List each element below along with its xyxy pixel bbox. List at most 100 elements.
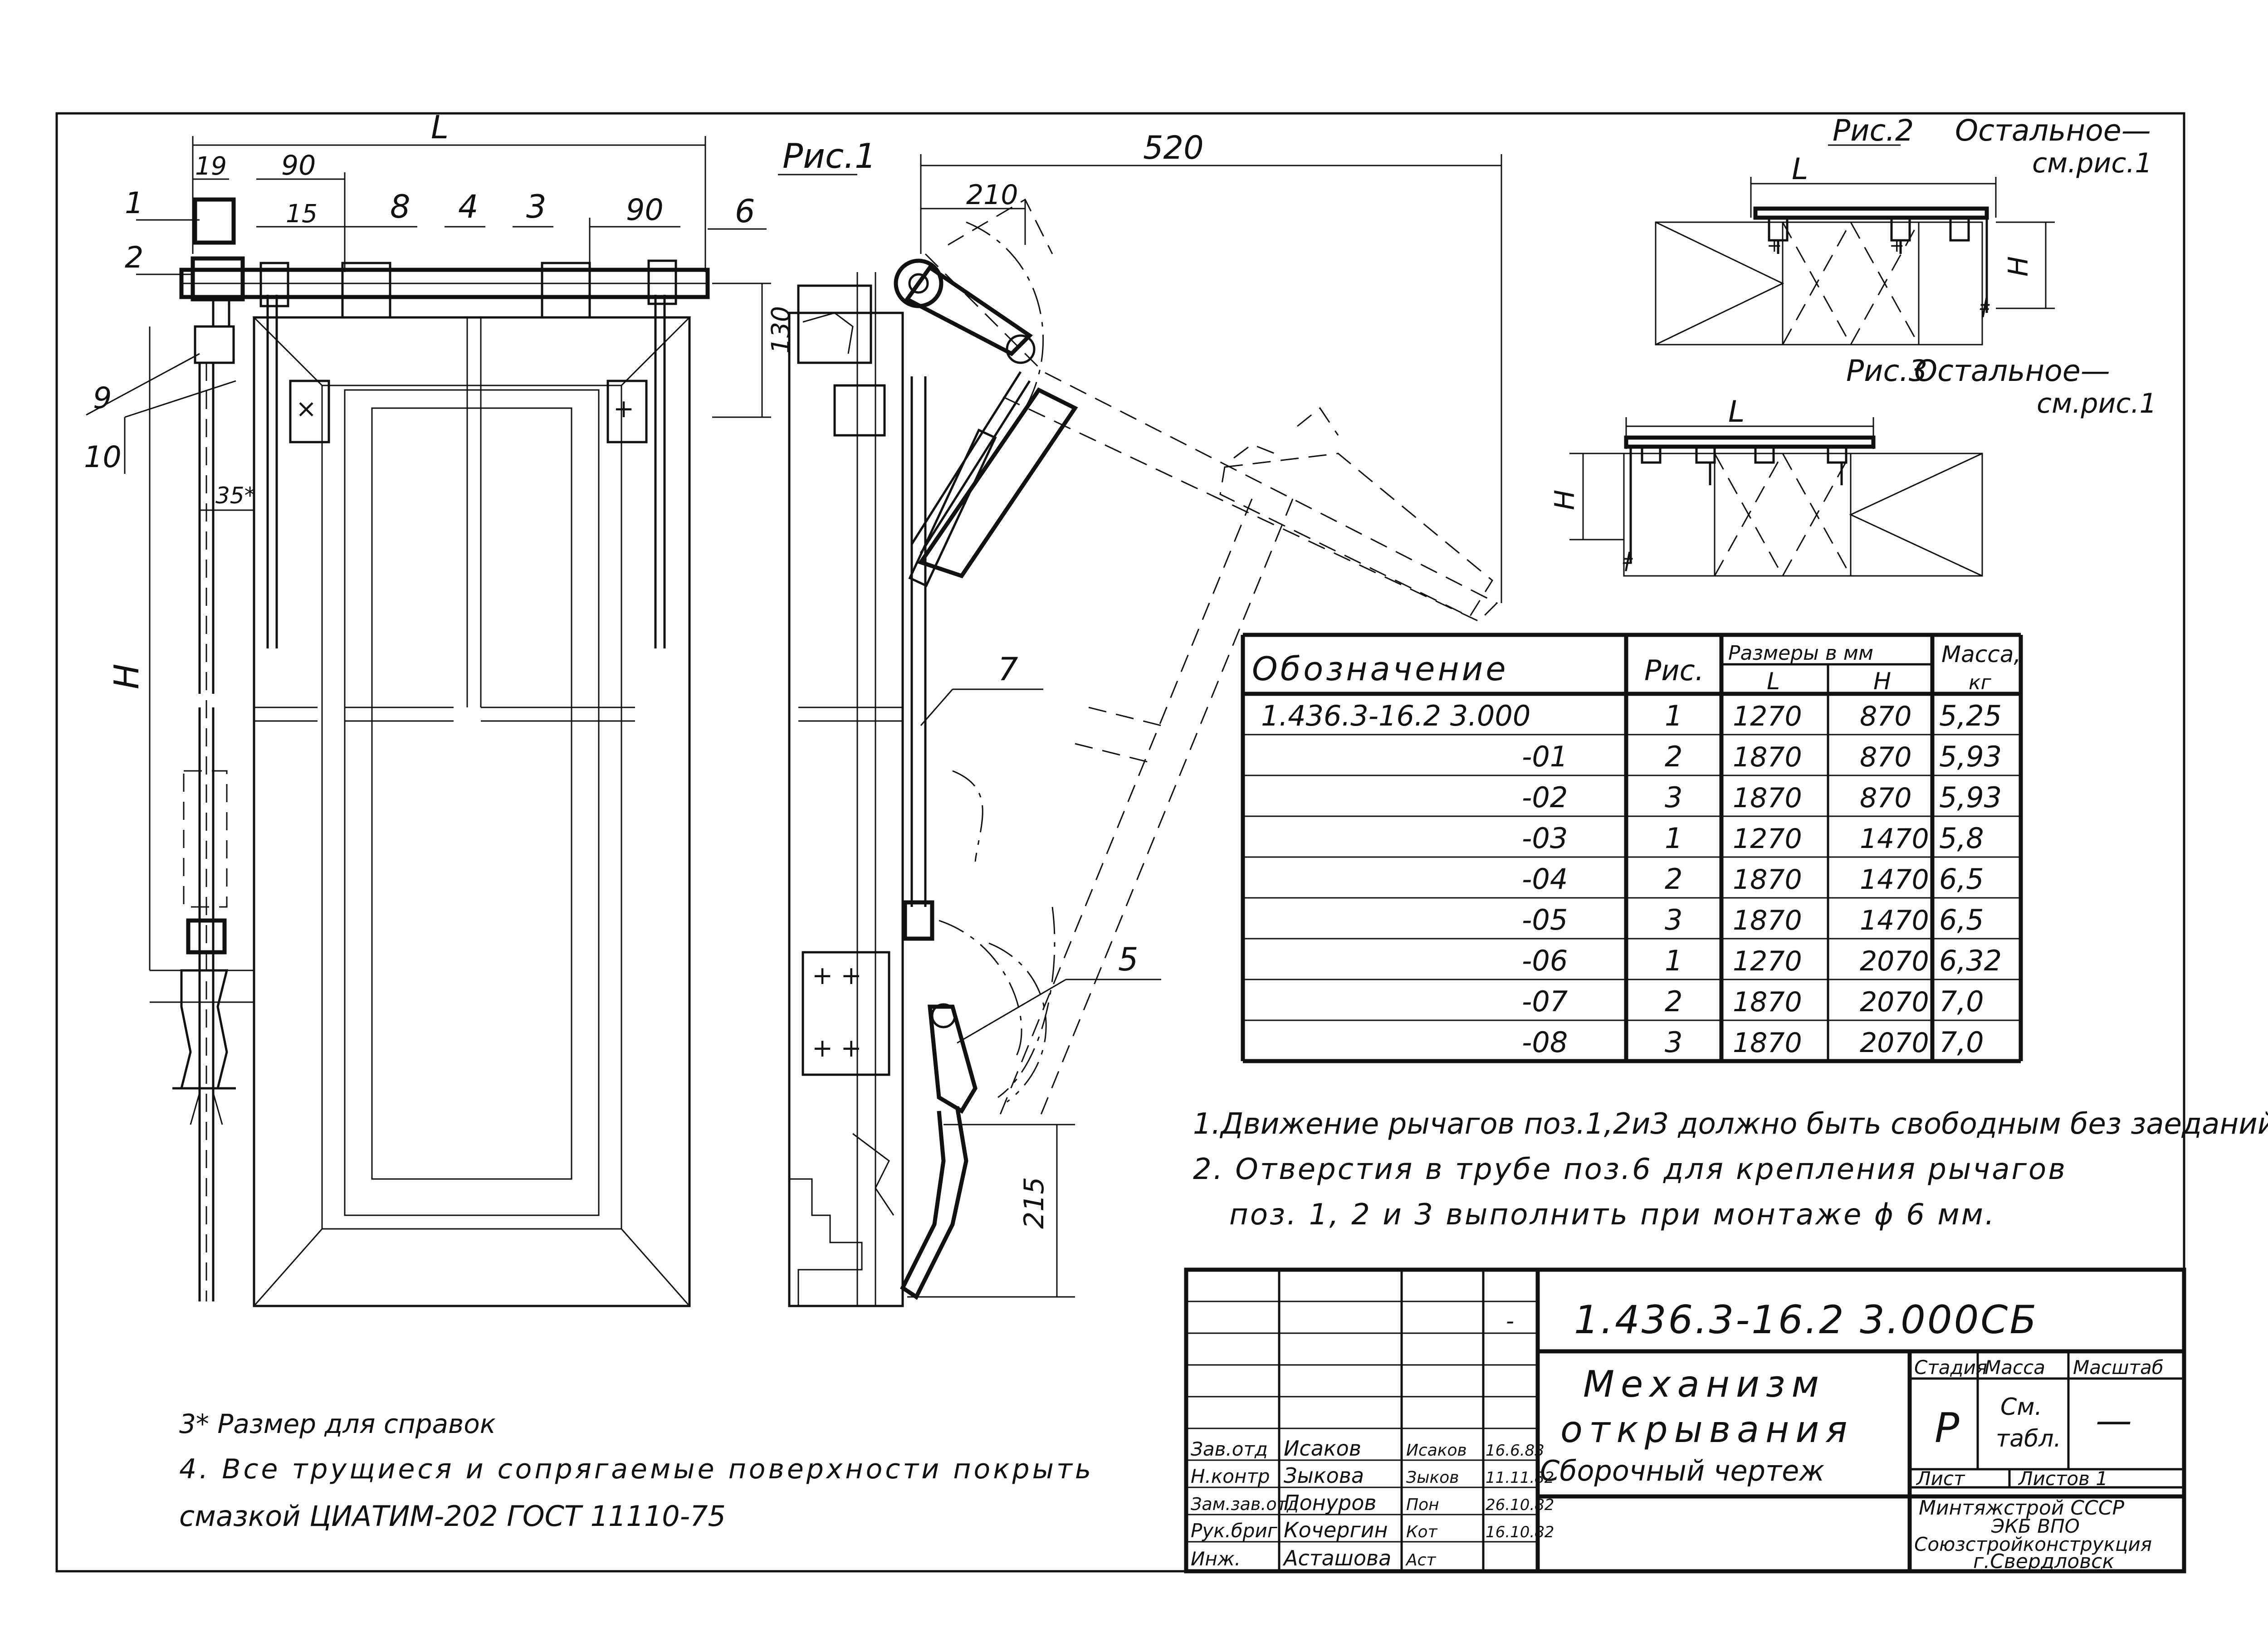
table-cell-designation: -03 [1522,822,1568,855]
mass-value-1: См. [2000,1393,2042,1421]
svg-text:×: × [296,394,317,423]
dim-19: 19 [195,151,227,180]
table-cell-L: 1270 [1733,823,1802,855]
sig-name-3: Кочергин [1284,1518,1388,1542]
table-cell-designation: -07 [1522,985,1568,1018]
table-header-L: L [1767,668,1780,695]
mass-label: Масса [1984,1356,2045,1379]
table-cell-designation: -06 [1522,944,1568,977]
table-cell-H: 2070 [1860,945,1929,977]
table-cell-L: 1870 [1733,905,1802,936]
svg-text:ǂ: ǂ [1980,294,1990,318]
svg-text:-: - [1506,1308,1514,1334]
table-cell-fig: 2 [1665,862,1682,896]
table-cell-H: 870 [1860,741,1912,773]
stage-value: Р [1935,1404,1960,1452]
note-2b: поз. 1, 2 и 3 выполнить при монтаже ϕ 6 … [1229,1198,1996,1232]
title-line-2: открывания [1560,1408,1853,1451]
sheets-label: Листов 1 [2018,1467,2108,1490]
table-cell-L: 1870 [1733,782,1802,814]
note-4b: смазкой ЦИАТИМ-202 ГОСТ 11110-75 [179,1500,726,1533]
front-view-callouts: 1 2 8 4 3 6 9 10 [84,186,767,474]
svg-text:+: + [613,394,634,423]
table-header-H: H [1873,668,1891,695]
fig3-note: Остальное— [1914,354,2110,388]
note-3: 3* Размер для справок [179,1408,496,1439]
sig-date-3: 16.10.82 [1486,1523,1554,1541]
sig-date-1: 11.11.82 [1486,1469,1554,1487]
org-line-2: ЭКБ ВПО [1991,1515,2080,1537]
table-cell-fig: 3 [1665,903,1682,936]
fig2-view: Рис.2 Остальное— см.рис.1 L + + ǂ H [1655,114,2152,346]
fig3-view: Рис.3 Остальное— см.рис.1 L ǂ H [1549,354,2157,578]
title-line-1: Механизм [1583,1363,1825,1405]
table-cell-H: 2070 [1860,986,1929,1018]
scale-label: Масштаб [2073,1356,2164,1379]
table-header-mass-unit: кг [1969,671,1992,694]
note-1: 1.Движение рычагов поз.1,2и3 должно быть… [1193,1107,2268,1141]
callout-5: 5 [1118,941,1139,978]
fig1-label: Рис.1 [782,136,876,176]
table-cell-fig: 3 [1665,781,1682,814]
callout-7: 7 [998,651,1018,688]
table-cell-mass: 5,8 [1939,822,1984,855]
table-cell-mass: 6,32 [1939,944,2002,977]
table-cell-mass: 6,5 [1939,903,1984,936]
table-cell-mass: 5,25 [1939,699,2002,732]
table-cell-mass: 5,93 [1939,740,2002,773]
table-cell-designation: 1.436.3-16.2 3.000 [1261,699,1530,732]
fig2-note: Остальное— [1955,114,2151,148]
table-cell-L: 1270 [1733,701,1802,732]
sig-date-0: 16.6.83 [1486,1442,1545,1460]
org-line-1: Минтяжстрой СССР [1919,1496,2124,1520]
sig-name-0: Исаков [1284,1436,1361,1461]
fig3-label: Рис.3 [1846,354,1927,388]
callout-3: 3 [526,188,547,225]
svg-text:+ +: + + [812,961,862,990]
svg-text:ǂ: ǂ [1623,548,1633,572]
table-cell-designation: -08 [1522,1026,1568,1059]
dim-L-fig3: L [1728,395,1745,429]
table-cell-fig: 1 [1665,699,1682,732]
dim-H-front: H [107,664,147,689]
sheet-label: Лист [1916,1467,1965,1490]
dim-210: 210 [966,179,1018,211]
sig-name-4: Асташова [1282,1546,1391,1570]
title-block: - Зав.отд Исаков Исаков 16.6.83 Н.контр … [1184,1267,2186,1574]
sig-name-1: Зыкова [1284,1463,1364,1488]
svg-text:+ +: + + [812,1033,862,1062]
table-header-designation: Обозначение [1252,650,1509,688]
svg-text:+: + [1889,235,1905,256]
table-cell-L: 1870 [1733,741,1802,773]
table-cell-fig: 2 [1665,985,1682,1018]
dim-15: 15 [286,199,318,228]
dim-90-left: 90 [281,150,316,181]
note-2a: 2. Отверстия в трубе поз.6 для крепления… [1193,1153,2067,1186]
table-cell-designation: -05 [1522,903,1568,936]
table-cell-L: 1270 [1733,945,1802,977]
sig-sign-4: Аст [1405,1551,1436,1569]
callout-10: 10 [84,440,122,474]
note-4a: 4. Все трущиеся и сопрягаемые поверхност… [179,1453,1094,1485]
callout-6: 6 [735,193,755,230]
mass-value-2: табл. [1996,1425,2061,1452]
table-header-fig: Рис. [1644,654,1704,687]
fig2-ref: см.рис.1 [2032,147,2152,179]
table-header-mass: Масса, [1941,641,2021,667]
sig-date-2: 26.10.82 [1486,1496,1554,1514]
dim-L-fig2: L [1792,152,1808,186]
front-view: + × [150,197,710,1307]
table-cell-H: 1470 [1860,905,1929,936]
stage-label: Стадия [1914,1356,1987,1379]
sig-role-1: Н.контр [1191,1465,1270,1487]
dim-H-fig3: H [1549,490,1581,510]
fig2-label: Рис.2 [1833,114,1914,148]
table-cell-L: 1870 [1733,986,1802,1018]
table-cell-fig: 1 [1665,822,1682,855]
side-view-dimensions: 520 210 215 7 5 [907,129,1502,1298]
sig-sign-2: Пон [1406,1496,1439,1514]
sig-role-3: Рук.бриг [1191,1520,1278,1542]
dim-520: 520 [1143,129,1204,166]
sig-sign-3: Кот [1406,1523,1438,1541]
